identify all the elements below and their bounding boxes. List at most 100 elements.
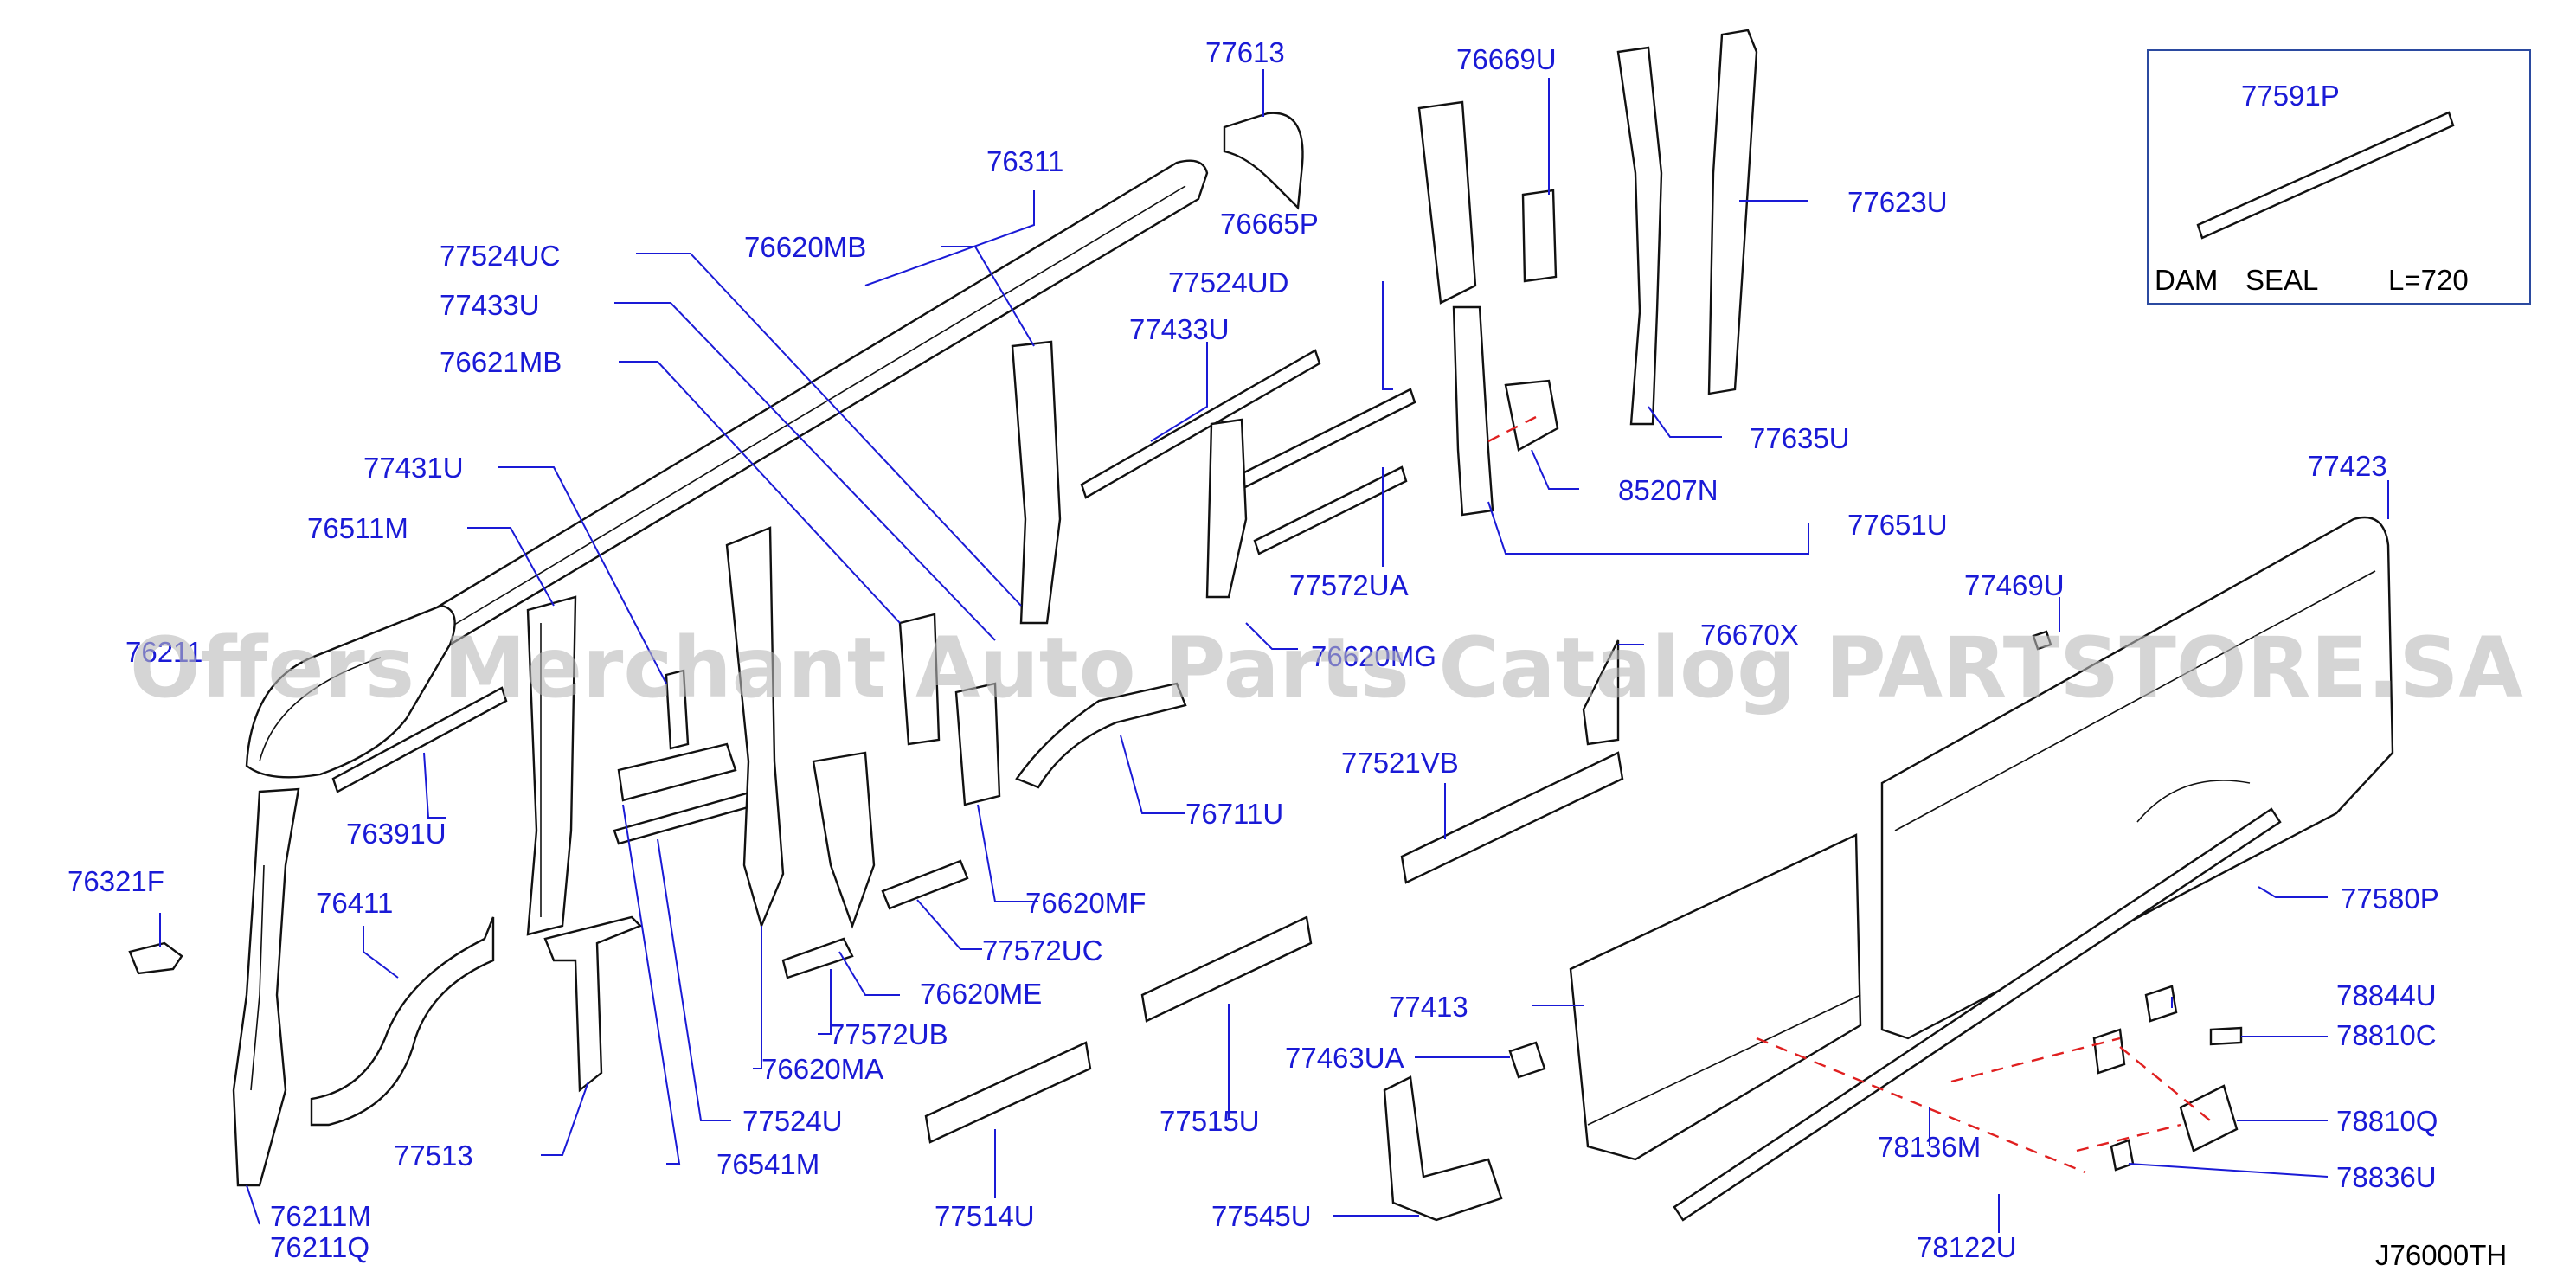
label-77513[interactable]: 77513: [394, 1140, 473, 1172]
label-78136M[interactable]: 78136M: [1878, 1131, 1981, 1163]
part-78844U: [2144, 985, 2178, 1023]
label-77524UC[interactable]: 77524UC: [440, 240, 560, 272]
part-76670X: [1582, 639, 1620, 746]
label-77613[interactable]: 77613: [1205, 36, 1285, 68]
label-77635U[interactable]: 77635U: [1750, 422, 1850, 454]
part-76621MB: [898, 613, 941, 746]
label-76670X[interactable]: 76670X: [1700, 619, 1799, 651]
part-77580P: [1673, 807, 2282, 1222]
label-77524UD[interactable]: 77524UD: [1168, 266, 1288, 299]
part-77513: [543, 915, 643, 1093]
label-77433U-left[interactable]: 77433U: [440, 289, 540, 321]
label-76391U[interactable]: 76391U: [346, 818, 446, 850]
label-77545U[interactable]: 77545U: [1211, 1200, 1312, 1232]
inset-box: [2147, 49, 2531, 305]
label-76541M[interactable]: 76541M: [716, 1148, 819, 1180]
label-77524U[interactable]: 77524U: [742, 1105, 843, 1137]
part-77463UA: [1508, 1041, 1546, 1079]
part-77514U: [924, 1041, 1092, 1144]
label-77413[interactable]: 77413: [1389, 991, 1468, 1023]
reference-lines: [1487, 415, 2216, 1174]
label-76511M[interactable]: 76511M: [307, 512, 408, 544]
part-77423: [1880, 516, 2394, 1040]
label-77431U[interactable]: 77431U: [363, 452, 464, 484]
part-76669U: [1521, 189, 1558, 283]
label-76211M[interactable]: 76211M: [270, 1200, 371, 1232]
label-76620ME[interactable]: 76620ME: [920, 978, 1042, 1010]
part-77413: [1569, 833, 1862, 1161]
part-77613: [1223, 112, 1304, 210]
part-77635U: [1616, 46, 1663, 426]
label-77463UA[interactable]: 77463UA: [1285, 1042, 1404, 1074]
label-77433U-right[interactable]: 77433U: [1129, 313, 1230, 345]
part-77515U: [1140, 915, 1313, 1023]
part-78810C: [2209, 1026, 2243, 1046]
label-76620MG[interactable]: 76620MG: [1311, 640, 1436, 672]
label-76620MA[interactable]: 76620MA: [761, 1053, 883, 1085]
label-76311[interactable]: 76311: [986, 145, 1063, 177]
label-77572UC[interactable]: 77572UC: [982, 934, 1102, 966]
label-77515U[interactable]: 77515U: [1160, 1105, 1260, 1137]
label-77572UB[interactable]: 77572UB: [829, 1018, 948, 1050]
label-76621MB[interactable]: 76621MB: [440, 346, 562, 378]
inset-length: L=720: [2388, 264, 2469, 296]
inset-part-number[interactable]: 77591P: [2241, 80, 2340, 112]
label-76411[interactable]: 76411: [316, 887, 393, 919]
label-77651U[interactable]: 77651U: [1847, 509, 1948, 541]
part-76620ME: [812, 751, 876, 929]
part-77433U-upper: [1080, 349, 1321, 499]
label-78836U[interactable]: 78836U: [2336, 1161, 2437, 1193]
inset-name-word1: DAM: [2155, 264, 2218, 296]
part-76711U: [1015, 682, 1187, 789]
inset-name-word2: SEAL: [2245, 264, 2318, 296]
label-76211[interactable]: 76211: [125, 636, 202, 668]
label-77623U[interactable]: 77623U: [1847, 186, 1948, 218]
part-76411: [310, 916, 495, 1127]
part-76665P: [1417, 100, 1477, 305]
part-76511M: [526, 595, 577, 936]
part-roof-corner: [245, 604, 456, 779]
label-76620MF[interactable]: 76620MF: [1025, 887, 1146, 919]
part-85207N: [1504, 379, 1559, 452]
label-85207N[interactable]: 85207N: [1618, 474, 1718, 506]
label-78122U[interactable]: 78122U: [1917, 1231, 2017, 1263]
label-76321F[interactable]: 76321F: [67, 865, 164, 897]
label-76211Q[interactable]: 76211Q: [270, 1231, 369, 1263]
part-76620MG: [1205, 418, 1248, 599]
part-76321F: [128, 941, 183, 975]
label-77521VB[interactable]: 77521VB: [1341, 747, 1459, 779]
label-76669U[interactable]: 76669U: [1456, 43, 1557, 75]
leader-lines: [159, 69, 2389, 1233]
part-77524U: [613, 790, 759, 845]
part-76391U: [331, 686, 508, 793]
label-77580P[interactable]: 77580P: [2341, 883, 2439, 915]
parts-drawing: [128, 29, 2455, 1222]
label-77572UA[interactable]: 77572UA: [1289, 569, 1409, 601]
part-76620MF: [954, 682, 1001, 806]
part-labels: 77613 76311 76665P 76669U 77623U 77524UC…: [67, 36, 2439, 1263]
part-77545U: [1383, 1075, 1503, 1222]
part-77651U: [1452, 305, 1494, 517]
label-77469U[interactable]: 77469U: [1964, 569, 2065, 601]
diagram-code: J76000TH: [2375, 1239, 2507, 1271]
label-77423[interactable]: 77423: [2308, 450, 2387, 482]
part-77431U: [665, 669, 690, 750]
watermark: Offers Merchant Auto Parts Catalog PARTS…: [130, 620, 2523, 716]
label-76711U[interactable]: 76711U: [1185, 798, 1283, 830]
label-78810Q[interactable]: 78810Q: [2336, 1105, 2438, 1137]
label-78844U[interactable]: 78844U: [2336, 979, 2437, 1011]
label-78810C[interactable]: 78810C: [2336, 1019, 2437, 1051]
part-77521VB: [1400, 751, 1624, 884]
part-77469U: [2032, 630, 2052, 651]
part-77572UA: [1253, 465, 1408, 555]
part-78136M: [2092, 1028, 2126, 1075]
part-76620MA: [725, 526, 785, 929]
part-76541M: [617, 742, 737, 802]
label-76620MB[interactable]: 76620MB: [744, 231, 866, 263]
label-77514U[interactable]: 77514U: [935, 1200, 1035, 1232]
label-76665P[interactable]: 76665P: [1220, 208, 1319, 240]
part-77623U: [1707, 29, 1758, 395]
part-77572UC: [881, 859, 969, 910]
part-78836U: [2110, 1139, 2135, 1172]
